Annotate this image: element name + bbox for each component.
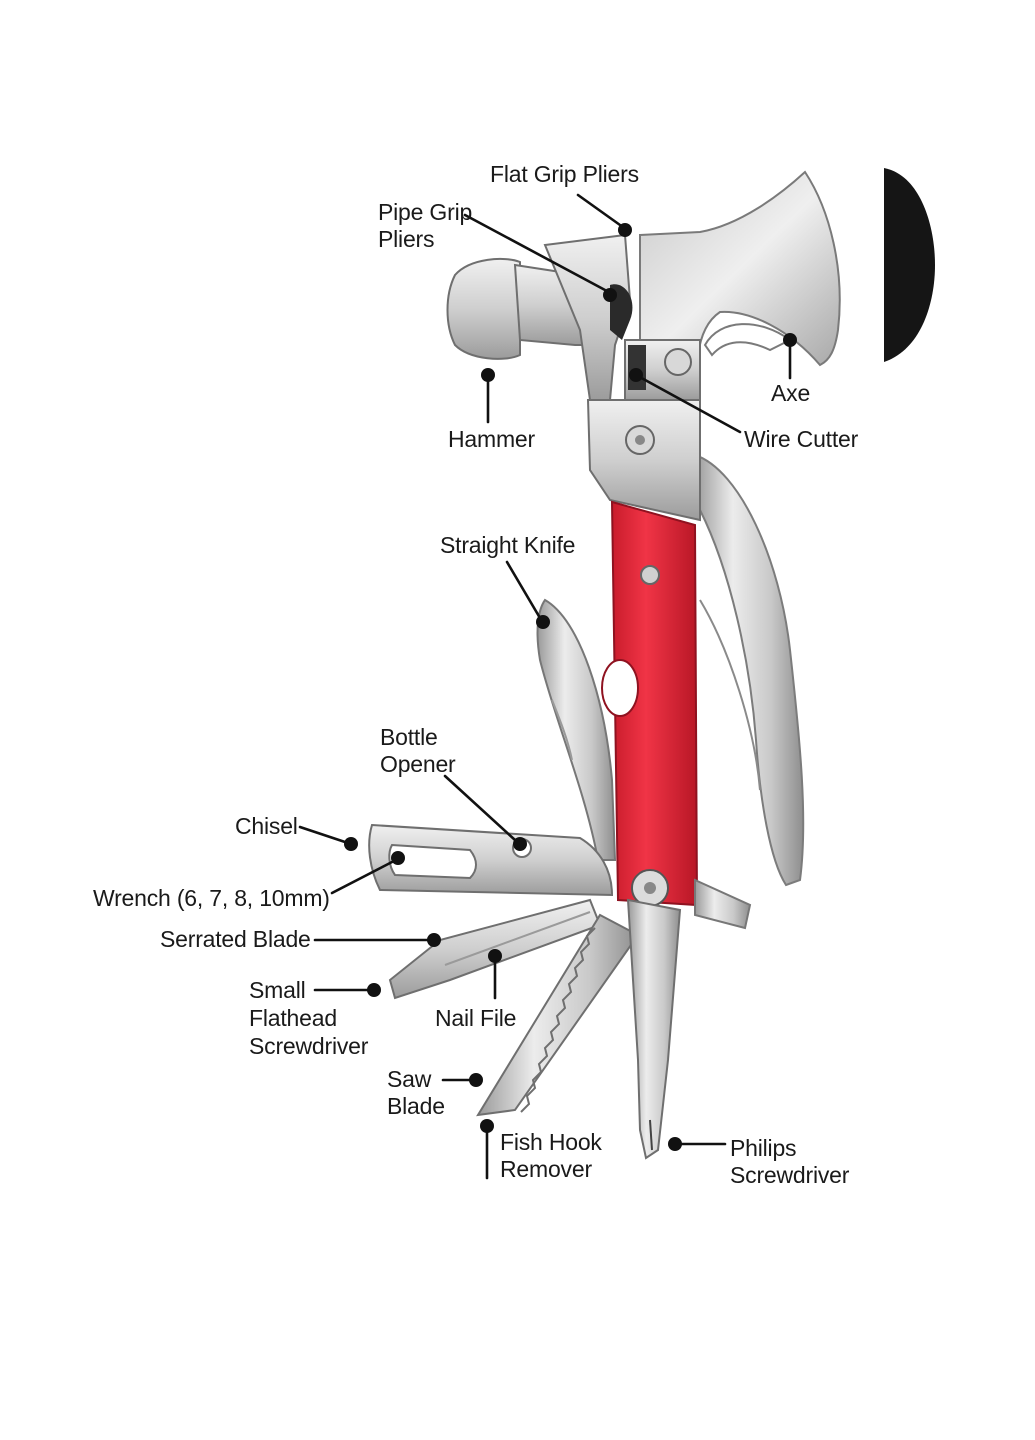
pipe-grip-pliers-dot [603,288,617,302]
nail-file-dot [488,949,502,963]
label-saw-blade-line1: Saw [387,1066,432,1092]
label-flat-grip-pliers: Flat Grip Pliers [490,161,639,187]
wrench-dot [391,851,405,865]
label-saw-blade-line2: Blade [387,1093,445,1119]
pliers-handle-shape [693,453,805,887]
straight-knife-dot [536,615,550,629]
hammer-dot [481,368,495,382]
saw-blade-dot [469,1073,483,1087]
label-bottle-opener-line2: Opener [380,751,456,777]
axe-head-shape [639,170,841,367]
label-small-flathead-line1: Small [249,977,306,1003]
label-wrench: Wrench (6, 7, 8, 10mm) [93,885,330,911]
label-philips-line1: Philips [730,1135,796,1161]
label-hammer: Hammer [448,426,536,452]
callout-labels: Flat Grip Pliers Pipe Grip Pliers Axe Ha… [93,161,859,1188]
axe-dot [783,333,797,347]
label-serrated-blade: Serrated Blade [160,926,311,952]
bolster-shape [586,399,701,522]
label-straight-knife: Straight Knife [440,532,575,558]
multitool-illustration [368,168,935,1160]
pliers-handle-inner-shape [699,599,761,791]
label-wire-cutter: Wire Cutter [744,426,859,452]
label-small-flathead-line2: Flathead [249,1005,337,1031]
label-axe: Axe [771,380,810,406]
serrated-blade-dot [427,933,441,947]
philips-screwdriver-shape [626,898,682,1160]
sheath-shape [884,168,935,362]
handle-hole-shape [601,659,639,717]
label-bottle-opener-line1: Bottle [380,724,438,750]
bottle-opener-dot [513,837,527,851]
philips-screwdriver-dot [668,1137,682,1151]
fish-hook-remover-dot [480,1119,494,1133]
chisel-bar-shape [368,823,614,897]
chisel-dot [344,837,358,851]
straight-knife-shape [536,598,617,861]
callout-leaders [298,193,797,1180]
label-small-flathead-line3: Screwdriver [249,1033,369,1059]
label-pipe-grip-pliers-line2: Pliers [378,226,434,252]
pliers-jaw-shape [543,233,632,401]
label-nail-file: Nail File [435,1005,516,1031]
small-flathead-screwdriver-dot [367,983,381,997]
label-philips-line2: Screwdriver [730,1162,850,1188]
label-fish-hook-remover-line2: Remover [500,1156,592,1182]
fish-hook-side-shape [694,878,752,930]
flat-grip-pliers-dot [618,223,632,237]
label-chisel: Chisel [235,813,298,839]
wire-cutter-dot [629,368,643,382]
label-pipe-grip-pliers-line1: Pipe Grip [378,199,472,225]
label-fish-hook-remover-line1: Fish Hook [500,1129,602,1155]
